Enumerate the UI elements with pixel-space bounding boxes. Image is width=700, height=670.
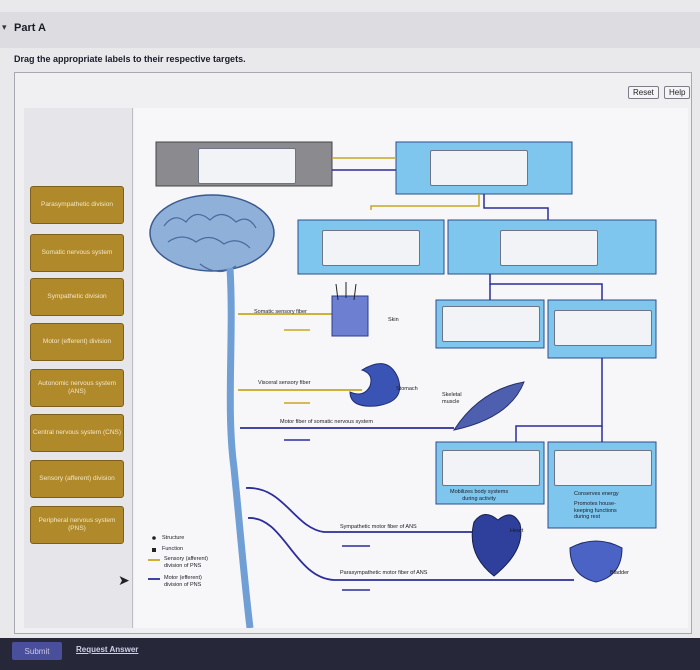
drop-target-pns[interactable]: [430, 150, 528, 186]
label-tile-cns[interactable]: Central nervous system (CNS): [30, 414, 124, 452]
label-tile-ans[interactable]: Autonomic nervous system (ANS): [30, 369, 124, 407]
drop-target-ans[interactable]: [554, 310, 652, 346]
heart-illustration: [471, 514, 522, 577]
stomach-label: Stomach: [396, 386, 418, 392]
drop-target-motor[interactable]: [500, 230, 598, 266]
part-header: ▾ Part A: [0, 12, 700, 48]
legend-function: Function: [162, 546, 184, 552]
motor-fiber-somatic-label: Motor fiber of somatic nervous system: [280, 419, 373, 425]
skin-illustration: [331, 295, 369, 337]
label-tile-somatic[interactable]: Somatic nervous system: [30, 234, 124, 272]
legend-motor: Motor (efferent) division of PNS: [164, 575, 202, 588]
heart-label: Heart: [510, 528, 524, 534]
bottom-bar: [0, 638, 700, 670]
stomach-illustration: [349, 363, 401, 407]
label-tile-motor[interactable]: Motor (efferent) division: [30, 323, 124, 361]
conserves-function: Conserves energy: [574, 491, 619, 497]
bladder-illustration: [569, 540, 623, 583]
label-bank: Parasympathetic division Somatic nervous…: [24, 108, 133, 628]
drop-target-sensory[interactable]: [322, 230, 420, 266]
parasympathetic-motor-fiber-label: Parasympathetic motor fiber of ANS: [340, 570, 428, 576]
mouse-cursor-icon: ➤: [118, 572, 130, 588]
muscle-illustration: [452, 381, 525, 431]
help-button[interactable]: Help: [664, 86, 691, 99]
visceral-sensory-fiber-label: Visceral sensory fiber: [258, 380, 311, 386]
skeletal-muscle-label: Skeletal muscle: [442, 392, 462, 405]
diagram-graphics: [148, 141, 657, 628]
reset-button[interactable]: Reset: [628, 86, 659, 99]
label-tile-pns[interactable]: Peripheral nervous system (PNS): [30, 506, 124, 544]
somatic-sensory-fiber-label: Somatic sensory fiber: [254, 309, 307, 315]
spinal-cord: [226, 267, 254, 628]
label-tile-parasympathetic[interactable]: Parasympathetic division: [30, 186, 124, 224]
skin-label: Skin: [388, 317, 399, 323]
collapse-caret-icon[interactable]: ▾: [2, 22, 7, 32]
brain-illustration: [149, 194, 275, 272]
instruction-text: Drag the appropriate labels to their res…: [14, 54, 246, 64]
mobilizes-function: Mobilizes body systems during activity: [450, 489, 509, 502]
label-tile-sympathetic[interactable]: Sympathetic division: [30, 278, 124, 316]
legend-sensory: Sensory (afferent) division of PNS: [164, 556, 208, 569]
drop-target-parasympathetic[interactable]: [554, 450, 652, 486]
part-title: Part A: [14, 22, 46, 34]
label-tile-sensory[interactable]: Sensory (afferent) division: [30, 460, 124, 498]
bladder-label: Bladder: [610, 570, 629, 576]
promotes-function: Promotes house- keeping functions during…: [574, 501, 617, 521]
request-answer-link[interactable]: Request Answer: [76, 645, 139, 654]
sympathetic-motor-fiber-label: Sympathetic motor fiber of ANS: [340, 524, 417, 530]
submit-button[interactable]: Submit: [12, 642, 62, 660]
legend-structure: Structure: [162, 535, 185, 541]
diagram-area: Somatic sensory fiber Skin Visceral sens…: [134, 108, 688, 628]
drop-target-sympathetic[interactable]: [442, 450, 540, 486]
drop-target-cns[interactable]: [198, 148, 296, 184]
drop-target-somatic[interactable]: [442, 306, 540, 342]
